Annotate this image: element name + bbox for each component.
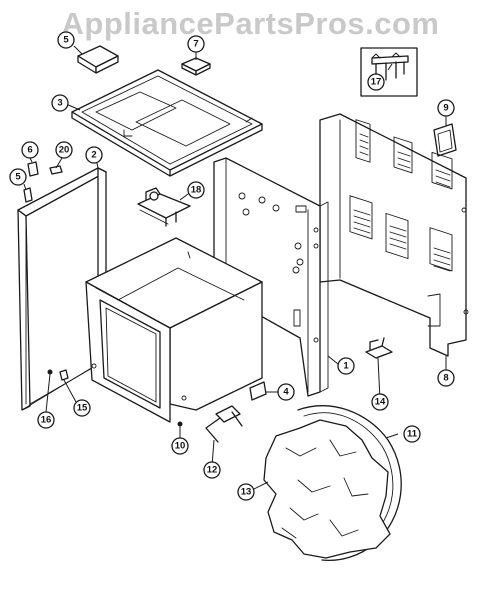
part-5-top-pad bbox=[77, 45, 119, 74]
part-17-bracket bbox=[360, 47, 418, 97]
callout-3: 3 bbox=[51, 94, 69, 112]
callout-20: 20 bbox=[55, 141, 73, 159]
callout-17: 17 bbox=[367, 73, 385, 91]
callout-14: 14 bbox=[371, 393, 389, 411]
part-8-rear-panel bbox=[319, 113, 469, 357]
callout-18: 18 bbox=[187, 181, 205, 199]
part-14-hinge bbox=[365, 337, 393, 359]
callout-6: 6 bbox=[21, 141, 39, 159]
callout-label: 17 bbox=[371, 77, 382, 88]
part-4-bracket bbox=[249, 381, 267, 401]
callout-label: 1 bbox=[343, 361, 349, 372]
callout-5: 5 bbox=[9, 168, 27, 186]
callout-8: 8 bbox=[437, 369, 455, 387]
callout-4: 4 bbox=[277, 383, 295, 401]
part-10-screw bbox=[177, 421, 183, 427]
callout-13: 13 bbox=[237, 483, 255, 501]
callout-label: 2 bbox=[91, 150, 96, 161]
callout-label: 13 bbox=[241, 487, 252, 498]
callout-label: 5 bbox=[63, 35, 69, 46]
part-9-vent bbox=[433, 123, 457, 157]
callout-label: 8 bbox=[443, 373, 448, 384]
callout-label: 3 bbox=[57, 98, 62, 109]
callout-label: 9 bbox=[443, 103, 448, 114]
callout-label: 5 bbox=[15, 172, 21, 183]
callout-11: 11 bbox=[403, 425, 421, 443]
callout-label: 20 bbox=[59, 145, 70, 156]
callout-5-top: 5 bbox=[57, 31, 75, 49]
part-6-clip bbox=[27, 161, 39, 177]
callout-label: 6 bbox=[27, 145, 32, 156]
callout-label: 16 bbox=[41, 415, 52, 426]
callout-1: 1 bbox=[337, 357, 355, 375]
callout-9: 9 bbox=[437, 99, 455, 117]
part-13-insulation bbox=[263, 419, 391, 559]
callout-label: 10 bbox=[175, 441, 186, 452]
callout-16: 16 bbox=[37, 411, 55, 429]
callout-label: 12 bbox=[207, 465, 218, 476]
part-11-gasket bbox=[297, 405, 402, 562]
callout-label: 15 bbox=[77, 403, 88, 414]
watermark: AppliancePartsPros.com bbox=[61, 6, 440, 41]
callout-label: 4 bbox=[283, 387, 289, 398]
callout-label: 11 bbox=[407, 429, 418, 440]
callout-label: 18 bbox=[191, 185, 202, 196]
callout-label: 7 bbox=[193, 39, 198, 50]
callout-7: 7 bbox=[187, 35, 205, 53]
callout-10: 10 bbox=[171, 437, 189, 455]
callout-label: 14 bbox=[375, 397, 386, 408]
part-16-screw bbox=[47, 369, 53, 375]
part-3-top-panel bbox=[71, 69, 263, 177]
callout-2: 2 bbox=[85, 146, 103, 164]
callout-15: 15 bbox=[73, 399, 91, 417]
part-12-hinge bbox=[205, 405, 243, 443]
oven-cavity bbox=[85, 237, 263, 423]
part-15-clip bbox=[59, 369, 69, 381]
part-5-clip bbox=[23, 187, 33, 203]
part-18-valve bbox=[137, 187, 191, 227]
part-7-pad bbox=[181, 57, 211, 76]
callout-12: 12 bbox=[203, 461, 221, 479]
